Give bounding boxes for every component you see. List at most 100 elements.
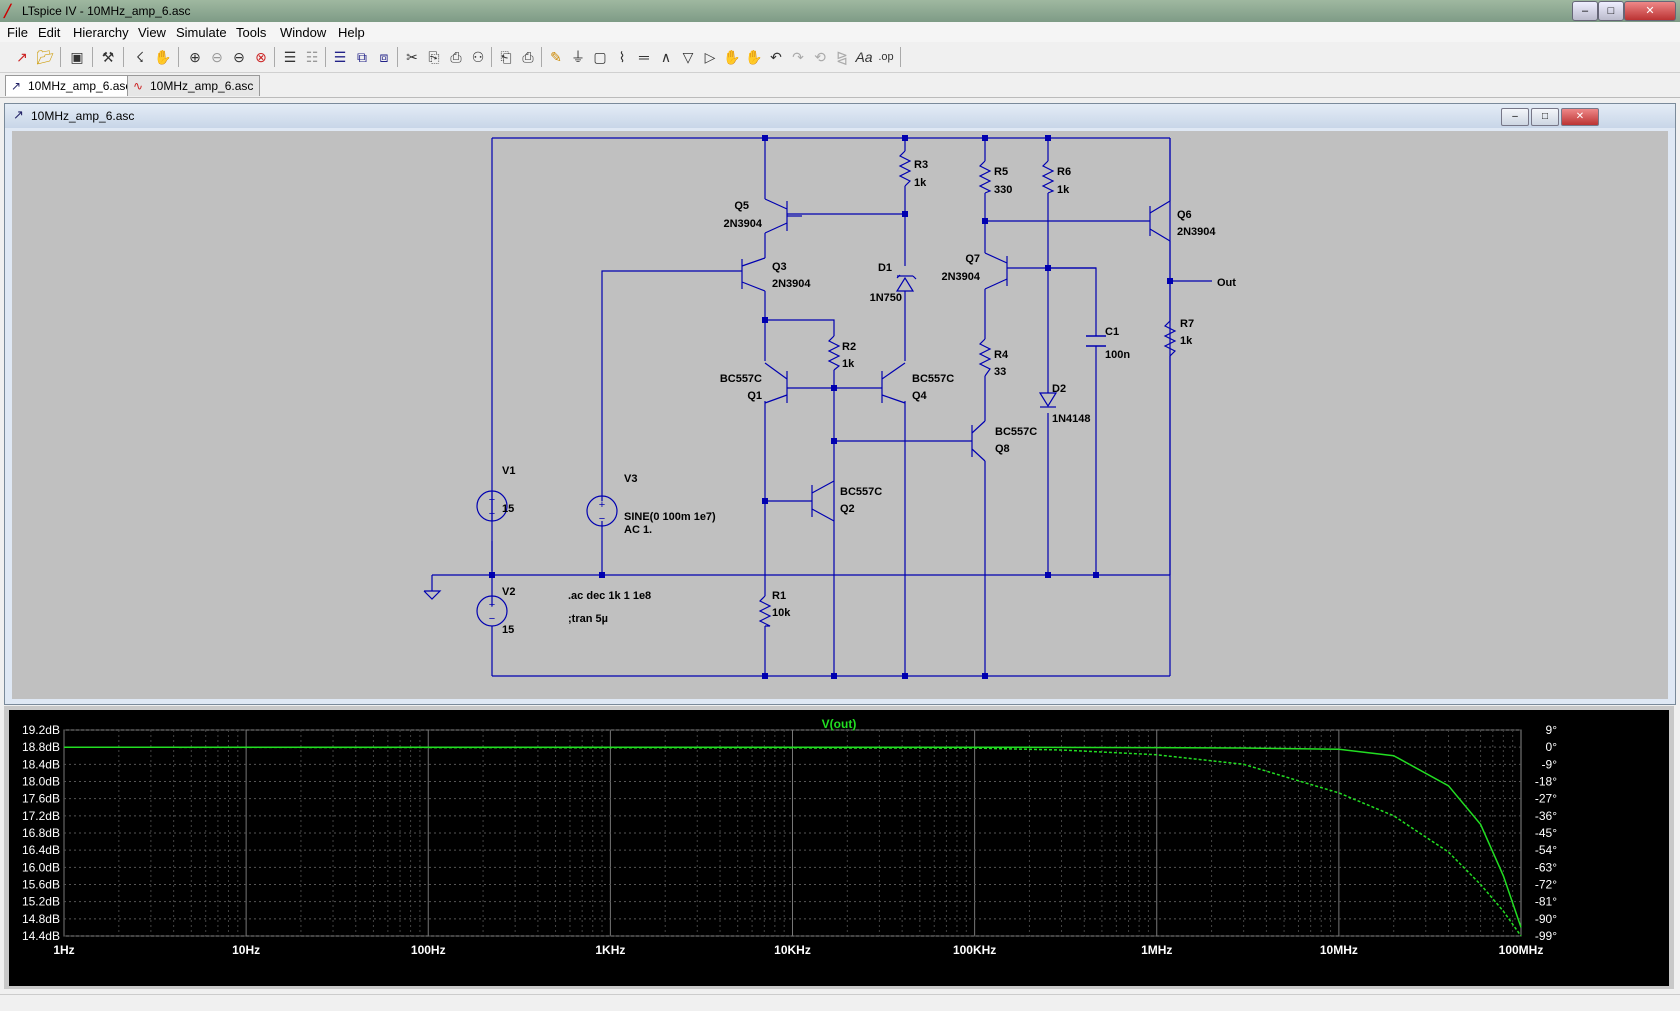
- tile-vertical-icon[interactable]: ⧈: [379, 49, 389, 65]
- menu-file[interactable]: File: [7, 25, 28, 40]
- undo-icon[interactable]: ↶: [770, 49, 782, 65]
- text-icon[interactable]: Aa: [855, 49, 873, 65]
- component-labels: R3 1k R5 330 R6 1k Q5 2N3904 Q6 2N3904 Q…: [502, 159, 1236, 636]
- menu-edit[interactable]: Edit: [38, 25, 61, 40]
- diode-D2: [1038, 392, 1058, 408]
- autorange-icon[interactable]: ☰: [283, 49, 297, 65]
- y-left-tick-label: 16.0dB: [22, 860, 60, 874]
- component-icon[interactable]: ▷: [704, 49, 716, 65]
- pan-icon[interactable]: ⊖: [211, 49, 223, 65]
- tab-schematic[interactable]: ↗ 10MHz_amp_6.asc: [5, 75, 139, 96]
- print-icon[interactable]: ⎙: [522, 49, 534, 65]
- zoom-fit-icon[interactable]: ⊗: [255, 49, 267, 65]
- y-left-tick-label: 15.2dB: [22, 895, 60, 909]
- control-panel-icon[interactable]: ⚒: [101, 49, 115, 65]
- paste-icon[interactable]: ⎙: [450, 49, 462, 65]
- source-V3: [586, 495, 618, 527]
- new-schematic-icon[interactable]: ↗: [16, 49, 28, 65]
- y-right-tick-label: -45°: [1535, 826, 1557, 840]
- label-V3: V3: [624, 473, 637, 485]
- label-Q1: Q1: [747, 390, 762, 402]
- x-tick-label: 10MHz: [1320, 943, 1358, 957]
- label-V1: V1: [502, 465, 515, 477]
- doc-close-button[interactable]: ✕: [1561, 108, 1599, 126]
- menu-hierarchy[interactable]: Hierarchy: [73, 25, 129, 40]
- value-Q3: 2N3904: [772, 278, 811, 290]
- value-R3: 1k: [914, 177, 927, 189]
- wire-icon[interactable]: ✎: [550, 49, 562, 65]
- y-right-tick-label: -72°: [1535, 878, 1557, 892]
- value-V2: 15: [502, 624, 514, 636]
- open-icon[interactable]: 📂︎: [36, 49, 54, 65]
- spice-directive-icon[interactable]: .op: [878, 51, 894, 63]
- waveform-icon: ∿: [133, 79, 144, 93]
- value-Q7: 2N3904: [941, 271, 980, 283]
- label-R5: R5: [994, 166, 1008, 178]
- menu-help[interactable]: Help: [338, 25, 365, 40]
- tab-waveform[interactable]: ∿ 10MHz_amp_6.asc: [127, 75, 261, 96]
- grid-icon[interactable]: ☷: [305, 49, 319, 65]
- move-icon[interactable]: ✋: [723, 49, 741, 65]
- cut-icon[interactable]: ✂: [406, 49, 418, 65]
- inductor-icon[interactable]: ∧: [660, 49, 672, 65]
- cascade-icon[interactable]: ⧉: [357, 49, 367, 65]
- zoom-in-icon[interactable]: ⊕: [189, 49, 201, 65]
- save-icon[interactable]: ▣: [70, 49, 84, 65]
- menu-simulate[interactable]: Simulate: [176, 25, 227, 40]
- schematic-canvas[interactable]: +− +− +− R3 1k R5: [12, 131, 1668, 699]
- print-preview-icon[interactable]: ⎗: [500, 49, 512, 65]
- mirror-icon[interactable]: ⧎: [836, 49, 848, 65]
- tile-horizontal-icon[interactable]: ☰: [333, 49, 347, 65]
- copy-icon[interactable]: ⎘: [428, 49, 440, 65]
- y-left-tick-label: 19.2dB: [22, 723, 60, 737]
- resistors: [758, 150, 1177, 627]
- junction-dots: [489, 135, 1173, 679]
- svg-text:+: +: [489, 494, 495, 506]
- tab-label: 10MHz_amp_6.asc: [150, 79, 254, 93]
- minimize-button[interactable]: –: [1572, 1, 1598, 21]
- schematic-icon: ↗: [13, 107, 24, 122]
- document-tabs: ↗ 10MHz_amp_6.asc ∿ 10MHz_amp_6.asc: [0, 73, 1680, 98]
- x-tick-label: 1KHz: [595, 943, 625, 957]
- label-net-icon[interactable]: ▢: [593, 49, 607, 65]
- maximize-button[interactable]: □: [1598, 1, 1624, 21]
- doc-maximize-button[interactable]: □: [1531, 108, 1559, 126]
- value-Q8: BC557C: [995, 426, 1037, 438]
- run-icon[interactable]: ☇: [135, 49, 145, 65]
- close-button[interactable]: ✕: [1624, 1, 1676, 21]
- x-tick-label: 10Hz: [232, 943, 260, 957]
- value-D1: 1N750: [870, 292, 902, 304]
- capacitor-icon[interactable]: ═: [639, 49, 649, 65]
- x-tick-label: 1MHz: [1141, 943, 1172, 957]
- status-bar: [0, 994, 1680, 1011]
- rotate-icon[interactable]: ⟲: [814, 49, 826, 65]
- plot-trace-title[interactable]: V(out): [822, 717, 857, 731]
- schematic-icon: ↗: [11, 79, 22, 93]
- value-V3-ac: AC 1.: [624, 524, 652, 536]
- ground-icon[interactable]: ⏚: [571, 49, 585, 65]
- svg-text:+: +: [489, 599, 495, 611]
- x-tick-label: 10KHz: [774, 943, 811, 957]
- svg-text:−: −: [489, 613, 495, 625]
- zoom-out-icon[interactable]: ⊖: [233, 49, 245, 65]
- halt-icon[interactable]: ✋: [154, 49, 172, 65]
- y-left-tick-label: 18.0dB: [22, 775, 60, 789]
- x-tick-label: 100MHz: [1499, 943, 1544, 957]
- find-icon[interactable]: ⚇: [471, 49, 485, 65]
- resistor-R3: [898, 150, 912, 187]
- menu-view[interactable]: View: [138, 25, 166, 40]
- diode-icon[interactable]: ▽: [682, 49, 694, 65]
- resistor-icon[interactable]: ⌇: [618, 49, 626, 65]
- label-C1: C1: [1105, 326, 1119, 338]
- menu-tools[interactable]: Tools: [236, 25, 267, 40]
- menu-window[interactable]: Window: [280, 25, 327, 40]
- doc-minimize-button[interactable]: –: [1501, 108, 1529, 126]
- resistor-R2: [827, 335, 841, 371]
- value-V1: 15: [502, 503, 514, 515]
- y-right-tick-label: -36°: [1535, 809, 1557, 823]
- drag-icon[interactable]: ✋: [745, 49, 763, 65]
- schematic-window-title-bar: ↗ 10MHz_amp_6.asc – □ ✕: [5, 104, 1675, 128]
- redo-icon[interactable]: ↷: [792, 49, 804, 65]
